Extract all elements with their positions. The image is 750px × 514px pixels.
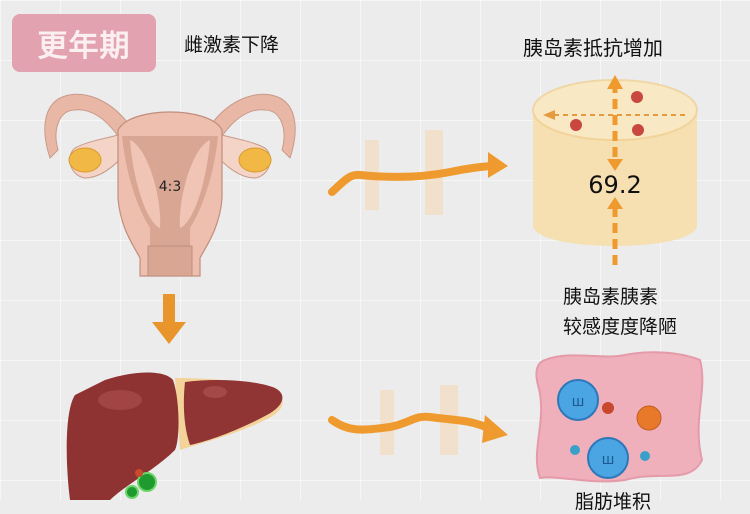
menopause-badge: 更年期	[12, 14, 156, 72]
ratio-label: 4:3	[159, 179, 182, 195]
svg-text:ш: ш	[602, 452, 615, 468]
wavy-arrow-right-icon-2	[328, 385, 508, 455]
fat-tissue-cylinder-icon: 69.2	[532, 75, 698, 270]
svg-text:ш: ш	[572, 394, 585, 410]
liver-icon	[66, 372, 283, 500]
estrogen-decline-label: 雌激素下降	[184, 34, 280, 56]
wavy-arrow-right-icon	[328, 130, 508, 215]
fat-accumulation-label: 脂肪堆积	[575, 491, 652, 513]
arrow-down-icon	[152, 294, 186, 344]
insulin-sensitivity-label: 胰岛素胰素 较感度度降陋	[563, 282, 677, 342]
uterus-icon: 4:3	[44, 93, 296, 277]
cell-icon: ш ш	[535, 351, 704, 483]
sensitivity-line-2: 较感度度降陋	[563, 316, 678, 338]
cylinder-value: 69.2	[588, 171, 641, 199]
sensitivity-line-1: 胰岛素胰素	[563, 286, 659, 308]
insulin-resistance-label: 胰岛素抵抗增加	[523, 36, 663, 60]
